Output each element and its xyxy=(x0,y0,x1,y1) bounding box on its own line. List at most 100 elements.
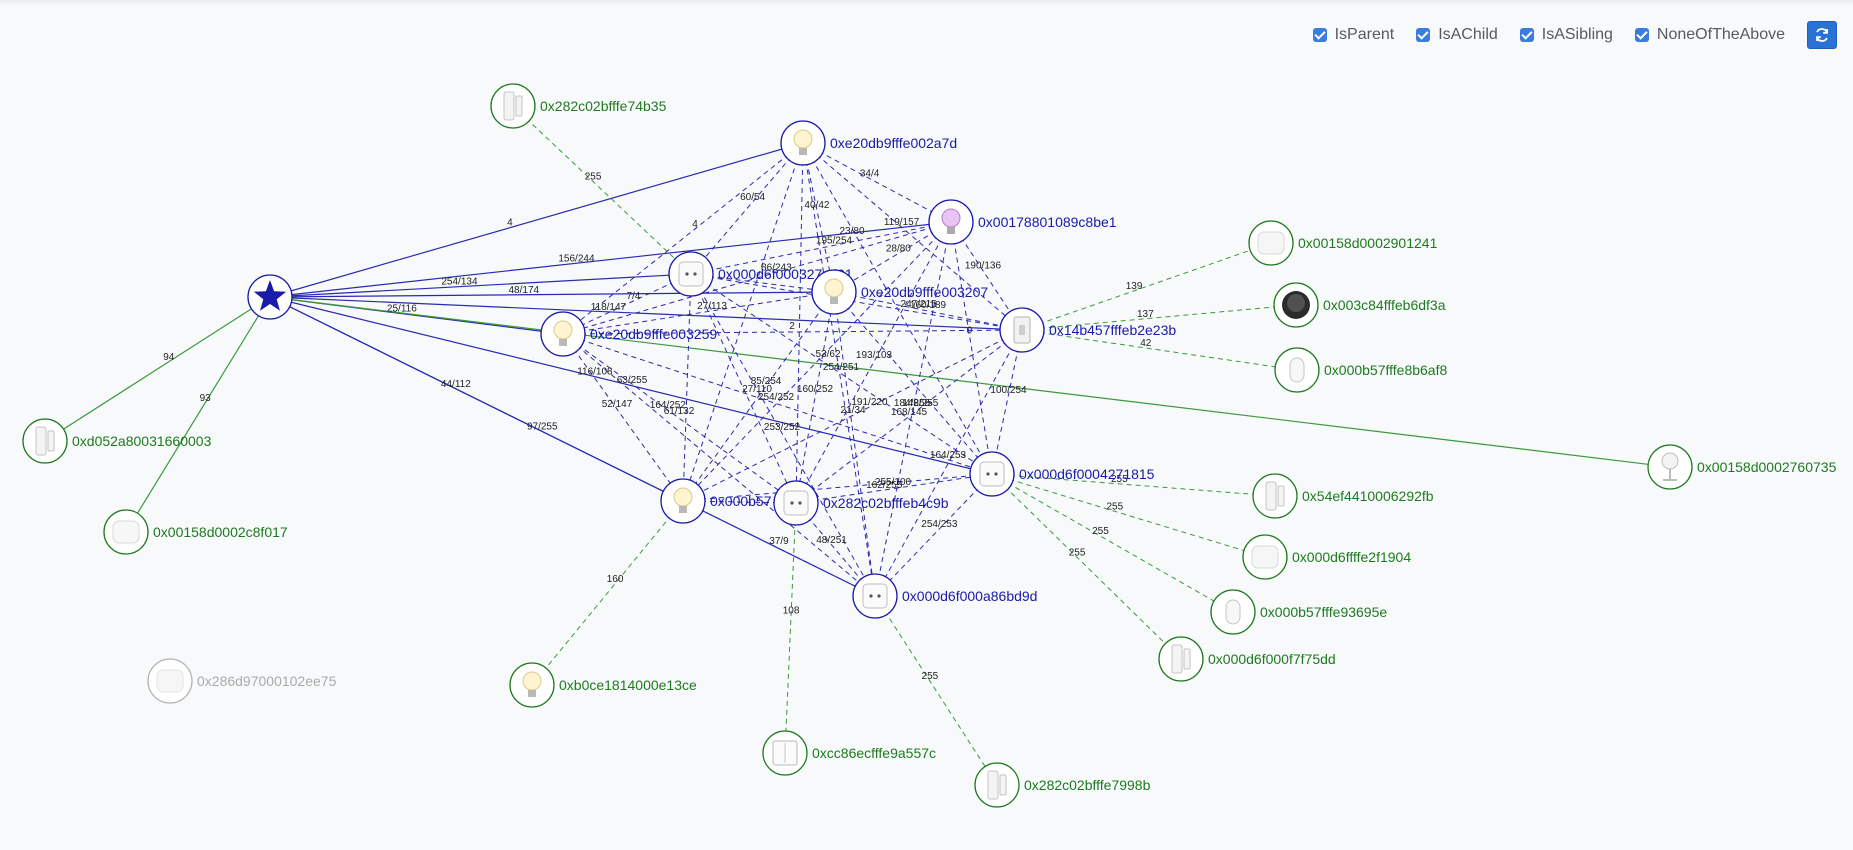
plug-icon xyxy=(678,261,704,287)
link-ne20_3259-n14b_e23b xyxy=(562,329,1023,335)
node-n0d6f_1904[interactable]: 0x000d6ffffe2f1904 xyxy=(1242,534,1411,580)
node-n3c8_df3a[interactable]: 0x003c84fffeb6df3a xyxy=(1273,282,1446,328)
node-n54e_92fb[interactable]: 0x54ef4410006292fb xyxy=(1252,473,1434,519)
link-coord-n158_0735 xyxy=(269,296,1671,468)
link-ne20_3207-n0d6f_1815 xyxy=(833,291,993,475)
node-n0d6f_27cd[interactable]: 0x000d6f000327cd01 xyxy=(668,251,853,297)
node-n0d6f_75dd[interactable]: 0x000d6f000f7f75dd xyxy=(1158,636,1336,682)
link-quality-label: 160/189 xyxy=(910,300,947,311)
link-quality-label: 164/252 xyxy=(650,400,687,411)
node-n0d6f_1815[interactable]: 0x000d6f0004271815 xyxy=(969,451,1155,497)
link-quality-label: 85/254 xyxy=(751,376,782,387)
node-n282_98b[interactable]: 0x282c02bfffe7998b xyxy=(974,762,1151,808)
link-quality-label: 255 xyxy=(1092,526,1109,537)
filter-is-a-child[interactable]: IsAChild xyxy=(1416,26,1498,44)
node-n0178_8be1[interactable]: 0x00178801089c8be1 xyxy=(928,199,1117,245)
link-quality-label: 52/147 xyxy=(602,399,633,410)
node-nb57_bulb[interactable]: 0x000b57 xyxy=(660,478,772,524)
link-ne20_2a7d-n0d6f_27cd xyxy=(690,142,804,275)
node-n158_0735[interactable]: 0x00158d0002760735 xyxy=(1647,444,1837,490)
node-nd05_0003[interactable]: 0xd052a80031660003 xyxy=(22,418,212,464)
link-ne20_2a7d-n0d6f_bd9d xyxy=(802,142,876,597)
link-quality-label: 254/134 xyxy=(441,277,478,288)
link-ne20_3259-n282_4c9b xyxy=(562,333,797,504)
node-n158_1241[interactable]: 0x00158d0002901241 xyxy=(1248,220,1438,266)
node-n282_74b35[interactable]: 0x282c02bfffe74b35 xyxy=(490,83,667,129)
node-n0d6f_bd9d[interactable]: 0x000d6f000a86bd9d xyxy=(852,573,1037,619)
node-nb57_6af8[interactable]: 0x000b57fffe8b6af8 xyxy=(1274,347,1447,393)
node-label: 0x000d6ffffe2f1904 xyxy=(1292,549,1411,565)
filter-is-a-sibling[interactable]: IsASibling xyxy=(1519,26,1613,44)
link-n0d6f_27cd-n0d6f_1815 xyxy=(690,273,993,475)
link-n0178_8be1-ne20_3207 xyxy=(833,221,952,293)
link-n14b_e23b-n158_1241 xyxy=(1021,242,1272,331)
edges-layer xyxy=(44,105,1671,786)
link-n0d6f_27cd-n282_4c9b xyxy=(690,273,797,504)
link-n0d6f_27cd-n0d6f_bd9d xyxy=(690,273,876,597)
link-ne20_2a7d-n14b_e23b xyxy=(802,142,1023,331)
node-n14b_e23b[interactable]: 0x14b457fffeb2e23b xyxy=(999,307,1176,353)
checkbox-icon[interactable] xyxy=(1312,28,1327,42)
link-ne20_3259-nb57_bulb xyxy=(562,333,684,502)
node-label: 0x000b57fffe93695e xyxy=(1260,604,1387,620)
filter-is-parent[interactable]: IsParent xyxy=(1312,26,1394,44)
link-n0178_8be1-n282_4c9b xyxy=(795,221,952,504)
node-n158_f017[interactable]: 0x00158d0002c8f017 xyxy=(103,509,288,555)
link-n0178_8be1-n0d6f_27cd xyxy=(690,221,952,275)
remote-icon xyxy=(1225,599,1241,625)
link-quality-label: 255 xyxy=(1107,501,1124,512)
link-quality-label: 116/108 xyxy=(577,367,613,378)
filter-label: IsAChild xyxy=(1438,26,1498,43)
link-quality-label: 48/174 xyxy=(509,285,540,296)
link-quality-label: 34/4 xyxy=(860,169,880,180)
link-ne20_2a7d-ne20_3259 xyxy=(562,142,804,335)
plug-icon xyxy=(783,490,809,516)
refresh-icon xyxy=(1816,28,1828,42)
node-label: 0x00178801089c8be1 xyxy=(978,214,1117,230)
node-n282_4c9b[interactable]: 0x282c02bfffeb4c9b xyxy=(773,480,949,526)
node-ne20_2a7d[interactable]: 0xe20db9fffe002a7d xyxy=(780,120,957,166)
filter-none-of-the-above[interactable]: NoneOfTheAbove xyxy=(1634,26,1785,44)
node-ne20_3259[interactable]: 0xe20db9fffe003259 xyxy=(540,311,717,357)
link-quality-label: 148/255 xyxy=(902,398,939,409)
link-coord-n0d6f_27cd xyxy=(269,273,692,298)
filter-label: NoneOfTheAbove xyxy=(1656,26,1785,43)
link-n0178_8be1-n0d6f_bd9d xyxy=(874,221,952,597)
checkbox-icon[interactable] xyxy=(1634,28,1649,42)
refresh-button[interactable] xyxy=(1807,21,1837,49)
node-label: 0xe20db9fffe002a7d xyxy=(830,135,957,151)
node-label: 0x00158d0002c8f017 xyxy=(153,524,288,540)
node-nb0c_13ce[interactable]: 0xb0ce1814000e13ce xyxy=(509,662,697,708)
node-nb57_695e[interactable]: 0x000b57fffe93695e xyxy=(1210,589,1387,635)
link-quality-label: 42 xyxy=(1140,338,1152,349)
bulb-icon xyxy=(553,320,573,346)
link-n0d6f_1815-n0d6f_1904 xyxy=(991,473,1266,558)
link-n14b_e23b-n0d6f_bd9d xyxy=(874,329,1023,597)
link-ne20_3259-n0d6f_bd9d xyxy=(562,333,876,597)
node-n286_ee75[interactable]: 0x286d97000102ee75 xyxy=(147,658,337,704)
link-quality-label: 168/145 xyxy=(891,407,928,418)
node-label: 0x000d6f0004271815 xyxy=(1019,466,1155,482)
link-quality-label: 53/62 xyxy=(815,349,840,360)
link-ne20_3259-n0d6f_1815 xyxy=(562,333,993,475)
node-coord[interactable] xyxy=(247,274,293,320)
link-quality-label: 191/220 xyxy=(851,397,888,408)
link-quality-label: 193/103 xyxy=(856,350,893,361)
link-quality-label: 40/42 xyxy=(804,200,829,211)
checkbox-icon[interactable] xyxy=(1416,28,1431,42)
node-ncc8_557c[interactable]: 0xcc86ecfffe9a557c xyxy=(762,730,936,776)
node-label: 0x286d97000102ee75 xyxy=(197,673,337,689)
link-quality-label: 86/243 xyxy=(761,262,792,273)
checkbox-icon[interactable] xyxy=(1519,28,1534,42)
button-icon xyxy=(1257,231,1285,255)
motion-sensor-icon xyxy=(1661,452,1679,481)
link-ne20_2a7d-n0178_8be1 xyxy=(802,142,952,223)
node-label: 0x000d6f000f7f75dd xyxy=(1208,651,1336,667)
node-ne20_3207[interactable]: 0xe20db9fffe003207 xyxy=(811,269,988,315)
link-coord-n14b_e23b xyxy=(269,296,1023,331)
node-label: 0x000b57 xyxy=(710,493,772,509)
switch-panel-icon xyxy=(772,740,798,766)
link-coord-n0178_8be1 xyxy=(269,221,952,298)
